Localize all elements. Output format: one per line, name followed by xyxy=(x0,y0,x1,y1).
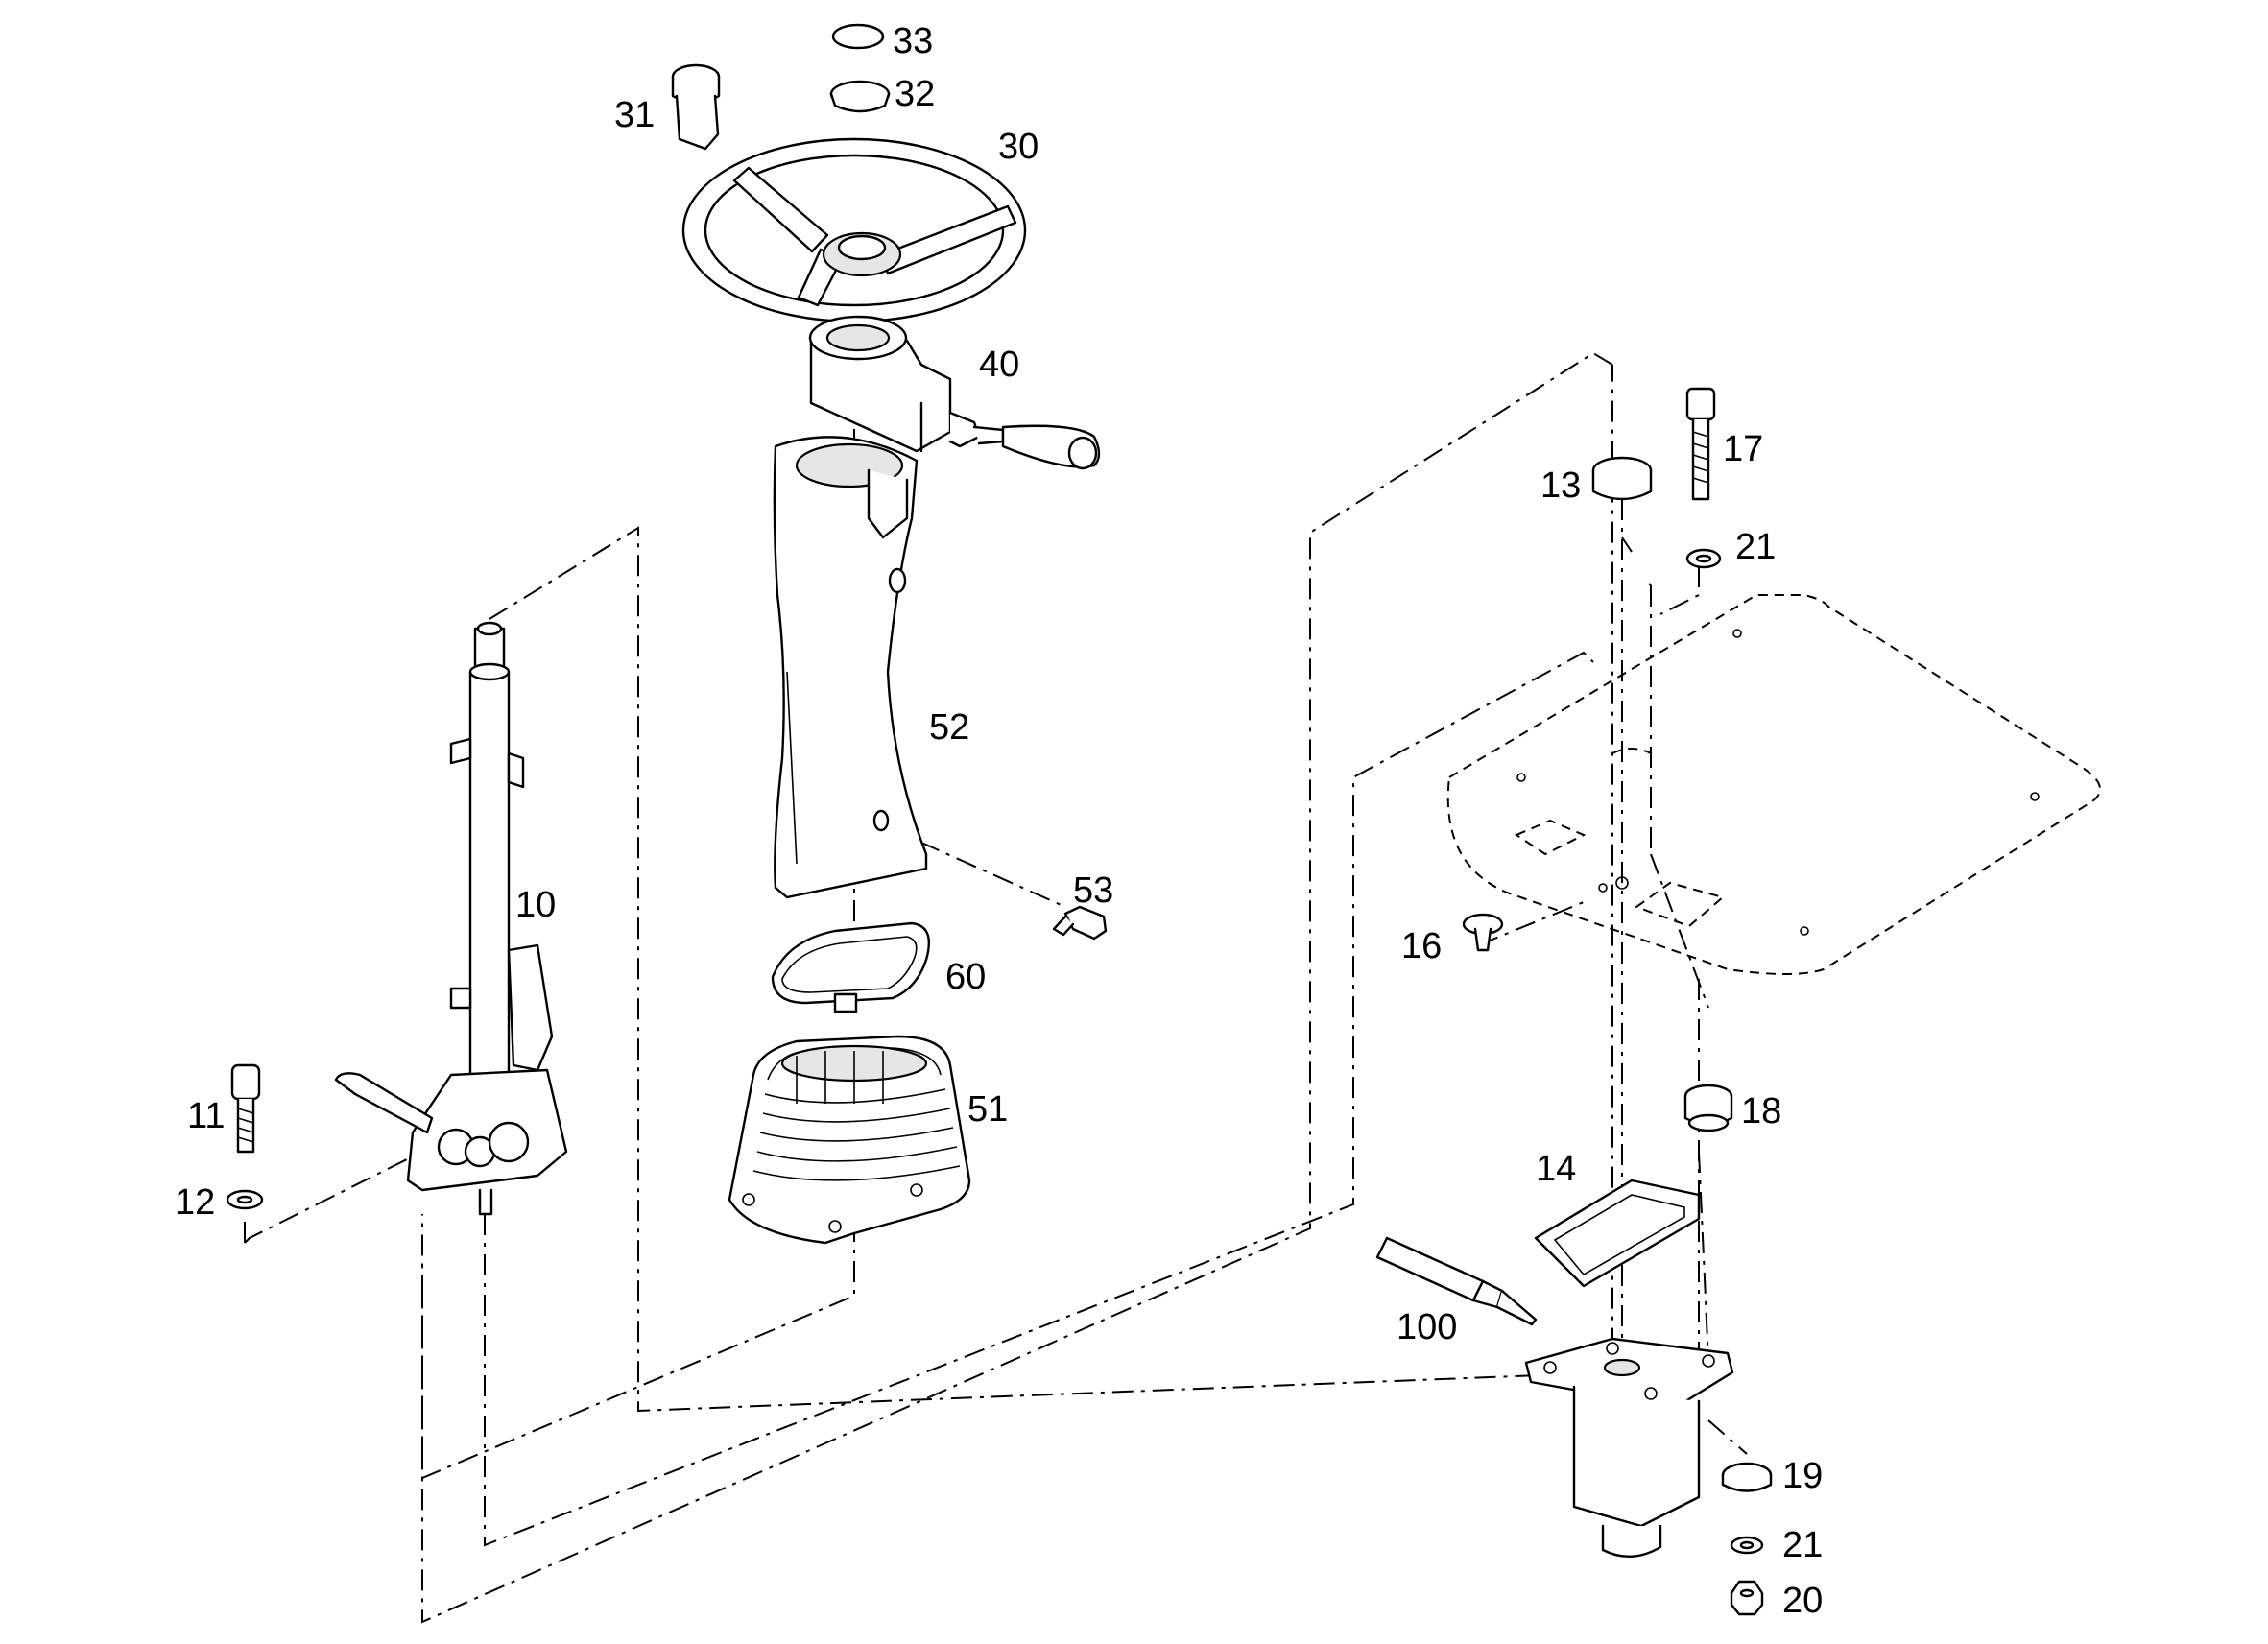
bellows-boot xyxy=(728,1035,971,1245)
label-19: 19 xyxy=(1782,1456,1823,1496)
label-14: 14 xyxy=(1536,1149,1576,1189)
label-13: 13 xyxy=(1540,465,1581,506)
washer-12 xyxy=(226,1189,264,1210)
steering-column xyxy=(334,621,568,1216)
label-40: 40 xyxy=(979,345,1019,385)
label-11: 11 xyxy=(187,1096,225,1136)
adjust-lever-bracket xyxy=(808,315,1101,470)
label-100: 100 xyxy=(1397,1307,1457,1347)
horn-button xyxy=(671,63,721,151)
label-21-bottom: 21 xyxy=(1782,1525,1823,1565)
steering-wheel xyxy=(681,137,1027,323)
clamp-band xyxy=(771,921,931,1013)
column-shroud xyxy=(773,436,928,899)
label-17: 17 xyxy=(1723,429,1763,469)
o-ring xyxy=(831,23,885,50)
label-32: 32 xyxy=(895,74,935,114)
label-33: 33 xyxy=(893,21,933,61)
nut-20 xyxy=(1730,1580,1764,1616)
part-labels: 33 32 31 30 40 52 53 60 51 10 11 12 13 1… xyxy=(175,21,1823,1621)
label-18: 18 xyxy=(1741,1091,1781,1132)
bolt-17 xyxy=(1685,387,1716,501)
label-52: 52 xyxy=(929,707,969,748)
label-20: 20 xyxy=(1782,1581,1823,1621)
sealant-tube xyxy=(1375,1236,1538,1326)
label-10: 10 xyxy=(515,885,556,925)
label-21-top: 21 xyxy=(1735,527,1776,567)
label-16: 16 xyxy=(1401,926,1442,966)
steering-unit xyxy=(1524,1337,1734,1559)
washer-19 xyxy=(1721,1462,1773,1492)
bolt-11 xyxy=(230,1063,261,1154)
hub-cap xyxy=(829,80,891,113)
assembly-lines xyxy=(244,147,1748,1624)
spacer-13 xyxy=(1591,456,1653,501)
washer-21-bottom xyxy=(1730,1536,1764,1555)
plug-16 xyxy=(1462,913,1504,952)
washer-21-top xyxy=(1685,548,1722,569)
label-60: 60 xyxy=(945,957,986,997)
screw xyxy=(1052,905,1108,941)
rubber-mount-18 xyxy=(1683,1084,1733,1132)
label-53: 53 xyxy=(1073,870,1113,911)
gasket-14 xyxy=(1534,1179,1701,1288)
label-51: 51 xyxy=(967,1089,1008,1130)
floor-plate xyxy=(1446,594,2101,975)
label-12: 12 xyxy=(175,1182,215,1223)
label-31: 31 xyxy=(614,95,655,135)
label-30: 30 xyxy=(998,127,1039,167)
